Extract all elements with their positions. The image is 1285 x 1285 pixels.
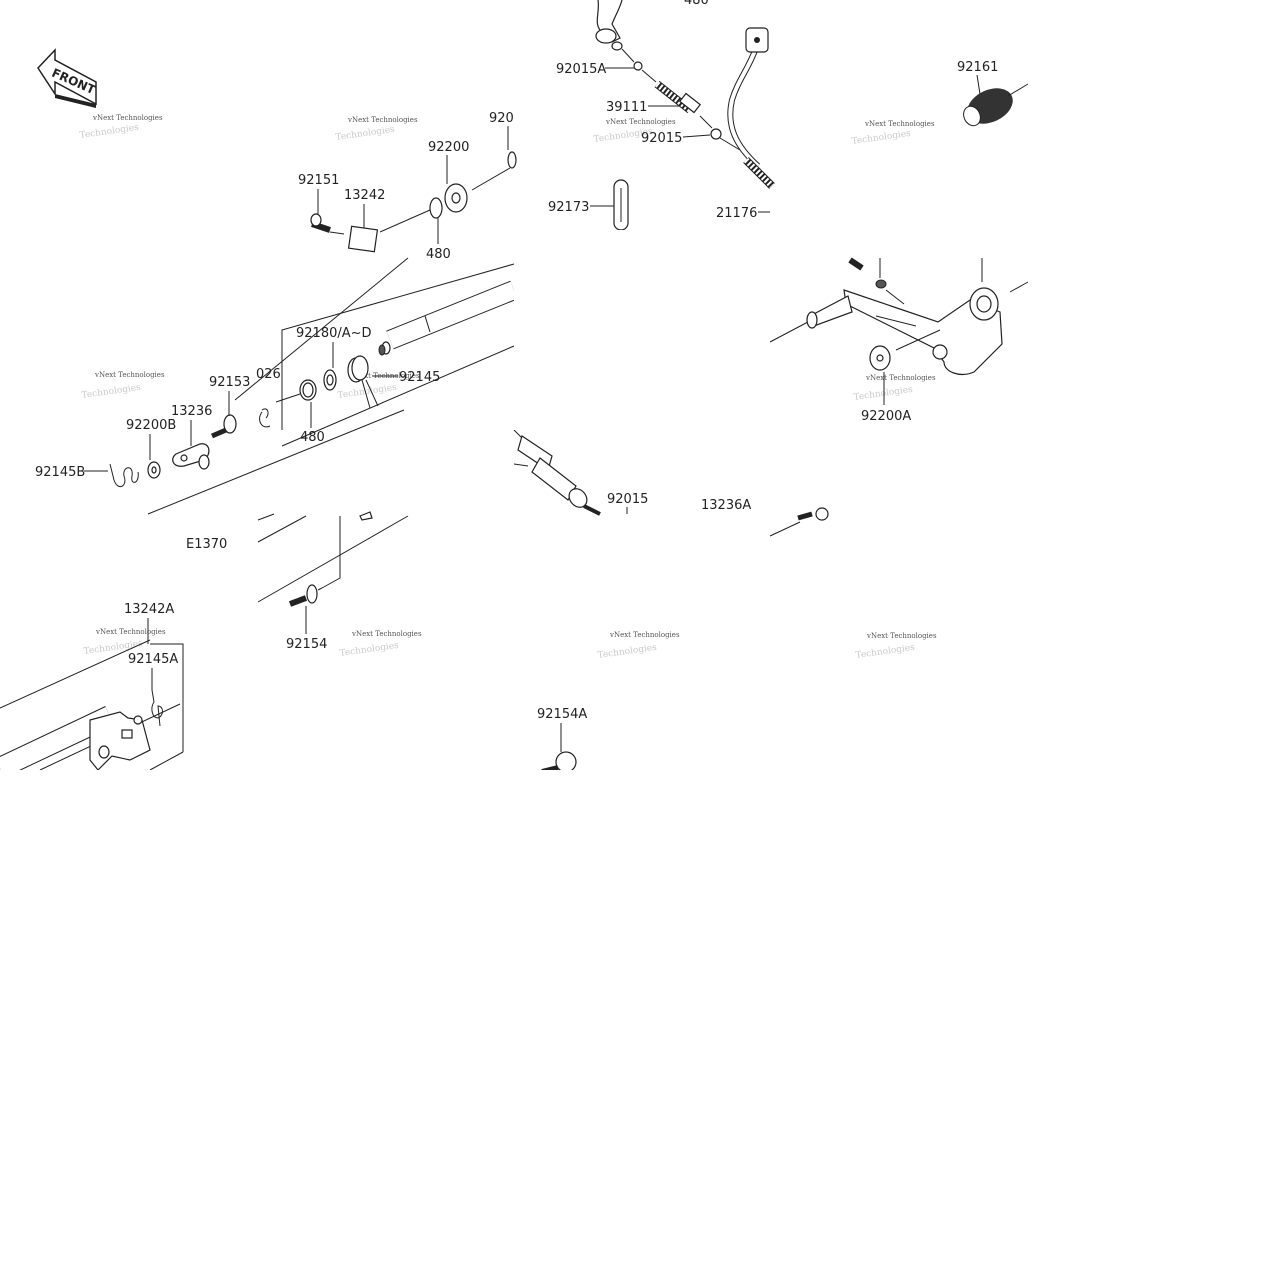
- label-92015-top: 92015: [641, 131, 682, 146]
- label-92145: 92145: [399, 370, 440, 385]
- shift-lever-assembly: [109, 151, 518, 515]
- label-13236: 13236: [171, 404, 212, 419]
- watermark-text: vNext Technologies: [347, 116, 418, 124]
- svg-text:Technologies: Technologies: [79, 123, 140, 141]
- label-92200a: 92200A: [861, 409, 911, 424]
- label-92200b: 92200B: [126, 418, 176, 433]
- blank-area: [0, 770, 1285, 1285]
- label-39111: 39111: [606, 100, 647, 115]
- svg-text:Technologies: Technologies: [335, 125, 396, 143]
- label-92015-low: 92015: [607, 492, 648, 507]
- label-92173: 92173: [548, 200, 589, 215]
- label-92015a: 92015A: [556, 62, 606, 77]
- shift-pedal: [769, 257, 1029, 375]
- blank-area: [1028, 0, 1285, 770]
- label-480: 480: [684, 0, 709, 8]
- label-92153: 92153: [209, 375, 250, 390]
- label-92200: 92200: [428, 140, 469, 155]
- tile-mask: [514, 230, 770, 430]
- label-480-mid: 480: [426, 247, 451, 262]
- label-92154: 92154: [286, 637, 327, 652]
- watermark-text: vNext Technologies: [95, 628, 166, 636]
- svg-text:Technologies: Technologies: [81, 383, 142, 401]
- label-13236a: 13236A: [701, 498, 751, 513]
- label-92180: 92180/A~D: [296, 326, 372, 341]
- label-92161: 92161: [957, 60, 998, 75]
- watermark-text: vNext Technologies: [866, 632, 937, 640]
- svg-text:Technologies: Technologies: [853, 385, 914, 403]
- watermark-text: vNext Technologies: [351, 630, 422, 638]
- front-arrow-icon: FRONT: [37, 48, 98, 108]
- watermark-text: vNext Technologies: [865, 374, 936, 382]
- pin: [613, 179, 629, 231]
- label-480-low: 480: [300, 430, 325, 445]
- watermark-text: vNext Technologies: [605, 118, 676, 126]
- label-13242: 13242: [344, 188, 385, 203]
- label-92145b: 92145B: [35, 465, 85, 480]
- shift-pedal-rubber: [963, 83, 1029, 127]
- watermark-text: vNext Technologies: [609, 631, 680, 639]
- lower-shift-shaft: [0, 639, 184, 778]
- watermark: vNext Technologies vNext Technologies vN…: [79, 114, 937, 661]
- bolt-92154a: [541, 751, 577, 775]
- watermark-text: vNext Technologies: [94, 371, 165, 379]
- rear-shaft-section: [257, 511, 409, 607]
- shift-rod-assembly: [595, 0, 741, 151]
- svg-text:Technologies: Technologies: [597, 643, 658, 661]
- label-92145a: 92145A: [128, 652, 178, 667]
- callouts: 480 92015A 92161 920 92200 39111 92015 9…: [35, 0, 998, 752]
- label-920: 920: [489, 111, 514, 126]
- label-92151: 92151: [298, 173, 339, 188]
- watermark-text: vNext Technologies: [92, 114, 163, 122]
- svg-text:Technologies: Technologies: [855, 643, 916, 661]
- neutral-switch-cable: [727, 27, 775, 189]
- svg-text:Technologies: Technologies: [851, 129, 912, 147]
- label-e1370: E1370: [186, 537, 227, 552]
- label-92154a: 92154A: [537, 707, 587, 722]
- label-026: 026: [256, 367, 281, 382]
- bolt-13236a: [769, 507, 829, 537]
- label-13242a: 13242A: [124, 602, 174, 617]
- watermark-text: vNext Technologies: [864, 120, 935, 128]
- svg-text:Technologies: Technologies: [339, 641, 400, 659]
- tie-rod-end: [513, 429, 601, 516]
- label-21176: 21176: [716, 206, 757, 221]
